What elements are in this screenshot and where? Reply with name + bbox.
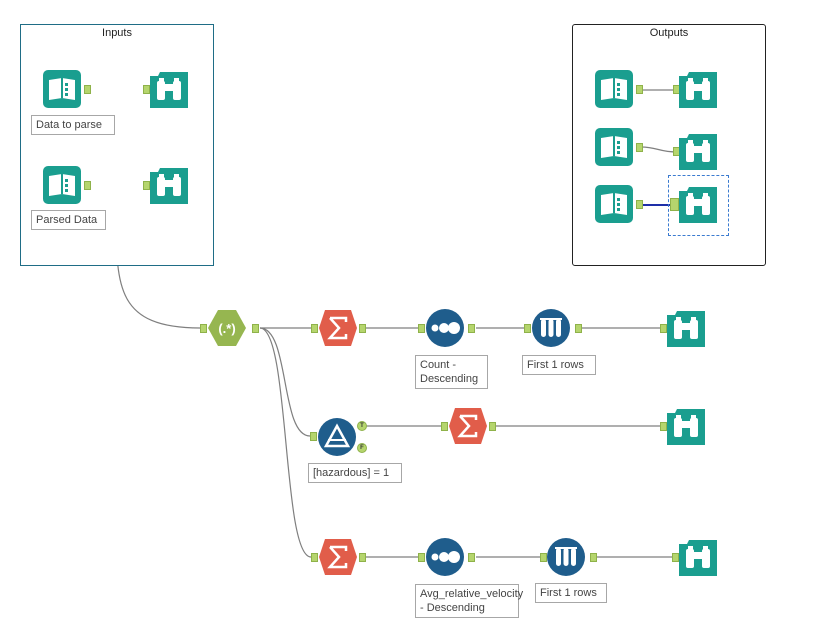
- sigma-icon: [319, 310, 357, 346]
- sort-tool[interactable]: [426, 538, 464, 576]
- sort-dots-icon: [426, 309, 464, 347]
- browse-tool[interactable]: [667, 309, 705, 347]
- test-tubes-icon: [547, 538, 585, 576]
- tool-annotation: [hazardous] = 1: [308, 463, 402, 483]
- filter-triangle-icon: [318, 418, 356, 456]
- input-anchor[interactable]: [143, 181, 150, 190]
- sort-dots-icon: [426, 538, 464, 576]
- output-anchor[interactable]: [636, 200, 643, 209]
- sample-tool[interactable]: [532, 309, 570, 347]
- wire[interactable]: [259, 327, 312, 558]
- binoculars-icon: [667, 311, 705, 347]
- true-anchor[interactable]: T: [357, 421, 367, 431]
- tool-annotation: Data to parse: [31, 115, 115, 135]
- input-anchor[interactable]: [524, 324, 531, 333]
- binoculars-icon: [679, 134, 717, 170]
- browse-tool[interactable]: [679, 538, 717, 576]
- book-input-icon: [595, 185, 633, 223]
- input-anchor[interactable]: [200, 324, 207, 333]
- output-anchor[interactable]: [359, 553, 366, 562]
- sort-tool[interactable]: [426, 309, 464, 347]
- browse-tool[interactable]: [679, 185, 717, 223]
- test-tubes-icon: [532, 309, 570, 347]
- input-anchor[interactable]: [670, 198, 679, 211]
- browse-tool[interactable]: [679, 132, 717, 170]
- input-anchor[interactable]: [143, 85, 150, 94]
- sample-tool[interactable]: [547, 538, 585, 576]
- book-input-icon: [43, 166, 81, 204]
- sigma-icon: [319, 539, 357, 575]
- input-data-tool[interactable]: [43, 70, 81, 108]
- book-input-icon: [595, 70, 633, 108]
- binoculars-icon: [679, 72, 717, 108]
- tool-annotation: Count - Descending: [415, 355, 488, 389]
- binoculars-icon: [667, 409, 705, 445]
- input-anchor[interactable]: [660, 324, 667, 333]
- selection-box: [668, 175, 729, 236]
- output-anchor[interactable]: [252, 324, 259, 333]
- output-anchor[interactable]: [84, 85, 91, 94]
- summarize-tool[interactable]: [319, 538, 357, 576]
- output-anchor[interactable]: [468, 324, 475, 333]
- input-anchor[interactable]: [311, 553, 318, 562]
- output-anchor[interactable]: [575, 324, 582, 333]
- regex-tool[interactable]: (.*): [208, 309, 246, 347]
- output-anchor[interactable]: [359, 324, 366, 333]
- binoculars-icon: [679, 540, 717, 576]
- filter-tool[interactable]: [318, 418, 356, 456]
- container-title: Outputs: [649, 27, 689, 39]
- wire[interactable]: [259, 327, 311, 437]
- input-anchor[interactable]: [418, 553, 425, 562]
- input-anchor[interactable]: [660, 422, 667, 431]
- summarize-tool[interactable]: [449, 407, 487, 445]
- tool-annotation: Avg_relative_velocity - Descending: [415, 584, 523, 618]
- input-anchor[interactable]: [672, 553, 679, 562]
- output-anchor[interactable]: [636, 143, 643, 152]
- input-anchor[interactable]: [310, 432, 317, 441]
- output-anchor[interactable]: [489, 422, 496, 431]
- input-data-tool[interactable]: [595, 185, 633, 223]
- input-data-tool[interactable]: [595, 128, 633, 166]
- binoculars-icon: [150, 72, 188, 108]
- output-anchor[interactable]: [590, 553, 597, 562]
- container-wires: [640, 89, 678, 206]
- summarize-tool[interactable]: [319, 309, 357, 347]
- container-title: Inputs: [102, 27, 132, 39]
- browse-tool[interactable]: [150, 70, 188, 108]
- svg-text:(.*): (.*): [218, 321, 235, 336]
- binoculars-icon: [150, 168, 188, 204]
- browse-tool[interactable]: [679, 70, 717, 108]
- input-anchor[interactable]: [540, 553, 547, 562]
- input-anchor[interactable]: [311, 324, 318, 333]
- output-anchor[interactable]: [636, 85, 643, 94]
- input-anchor[interactable]: [418, 324, 425, 333]
- sigma-icon: [449, 408, 487, 444]
- browse-tool[interactable]: [150, 166, 188, 204]
- input-data-tool[interactable]: [43, 166, 81, 204]
- browse-tool[interactable]: [667, 407, 705, 445]
- regex-icon: (.*): [208, 310, 246, 346]
- false-anchor[interactable]: F: [357, 443, 367, 453]
- tool-annotation: First 1 rows: [535, 583, 607, 603]
- book-input-icon: [43, 70, 81, 108]
- input-data-tool[interactable]: [595, 70, 633, 108]
- output-anchor[interactable]: [468, 553, 475, 562]
- book-input-icon: [595, 128, 633, 166]
- input-anchor[interactable]: [441, 422, 448, 431]
- tool-annotation: First 1 rows: [522, 355, 596, 375]
- binoculars-icon: [679, 187, 717, 223]
- tool-annotation: Parsed Data: [31, 210, 106, 230]
- output-anchor[interactable]: [84, 181, 91, 190]
